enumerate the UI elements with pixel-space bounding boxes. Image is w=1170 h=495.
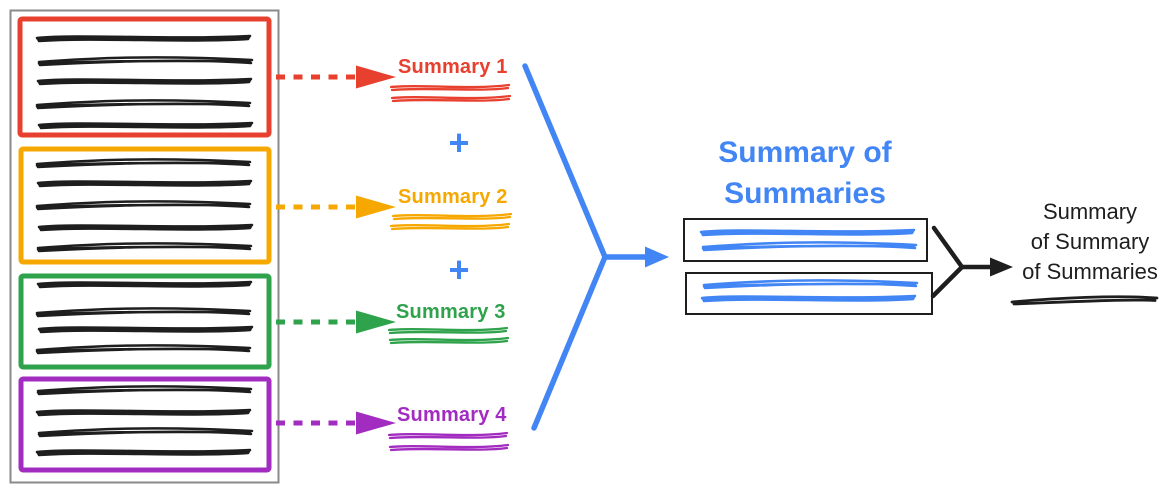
final-title-line1: Summary xyxy=(1042,199,1138,224)
summary-3-label: Summary 3 xyxy=(396,301,506,323)
sos-box-1 xyxy=(683,218,928,262)
sos-text-scribbles xyxy=(699,228,919,303)
final-title-line2: of Summary xyxy=(1030,229,1150,254)
summary-1-arrowhead-icon xyxy=(356,65,396,89)
summary-4-scribble xyxy=(387,431,510,452)
final-underline-scribble xyxy=(1010,295,1159,306)
plus-operator-1: + xyxy=(448,122,470,163)
merge-arrow-lines xyxy=(522,63,651,431)
document-section-4-box xyxy=(18,376,272,473)
final-join-arrowhead-icon xyxy=(990,257,1013,277)
document-section-3-box xyxy=(18,273,272,370)
summary-4-label: Summary 4 xyxy=(397,404,507,426)
summary-2-scribble xyxy=(389,212,513,231)
summary-4-arrowhead-icon xyxy=(356,411,396,435)
final-title-line3: of Summaries xyxy=(1022,259,1158,284)
sos-box-2 xyxy=(685,272,933,315)
document-section-1-box xyxy=(17,16,272,138)
summary-2-arrowhead-icon xyxy=(356,195,396,219)
summary-2-dashed-arrow xyxy=(276,195,396,219)
summary-1-scribble xyxy=(389,83,512,103)
plus-operator-2: + xyxy=(448,249,470,290)
source-document-frame xyxy=(9,9,280,484)
summary-4-dashed-arrow xyxy=(276,411,396,435)
summary-of-summaries-title: Summary of Summaries xyxy=(665,132,945,214)
summary-1-label: Summary 1 xyxy=(398,56,508,78)
summary-3-scribble xyxy=(387,326,510,345)
document-section-2-box xyxy=(18,146,272,265)
summary-1-dashed-arrow xyxy=(276,65,396,89)
summary-3-arrowhead-icon xyxy=(356,310,396,334)
summary-2-label: Summary 2 xyxy=(398,186,508,208)
final-join-lines xyxy=(930,225,995,299)
sos-title-line2: Summaries xyxy=(724,177,886,210)
merge-arrowhead-icon xyxy=(645,246,669,268)
summary-3-dashed-arrow xyxy=(276,310,396,334)
document-text-scribbles xyxy=(35,34,254,457)
final-summary-title: Summary of Summary of Summaries xyxy=(995,197,1170,287)
sos-title-line1: Summary of xyxy=(718,136,892,169)
